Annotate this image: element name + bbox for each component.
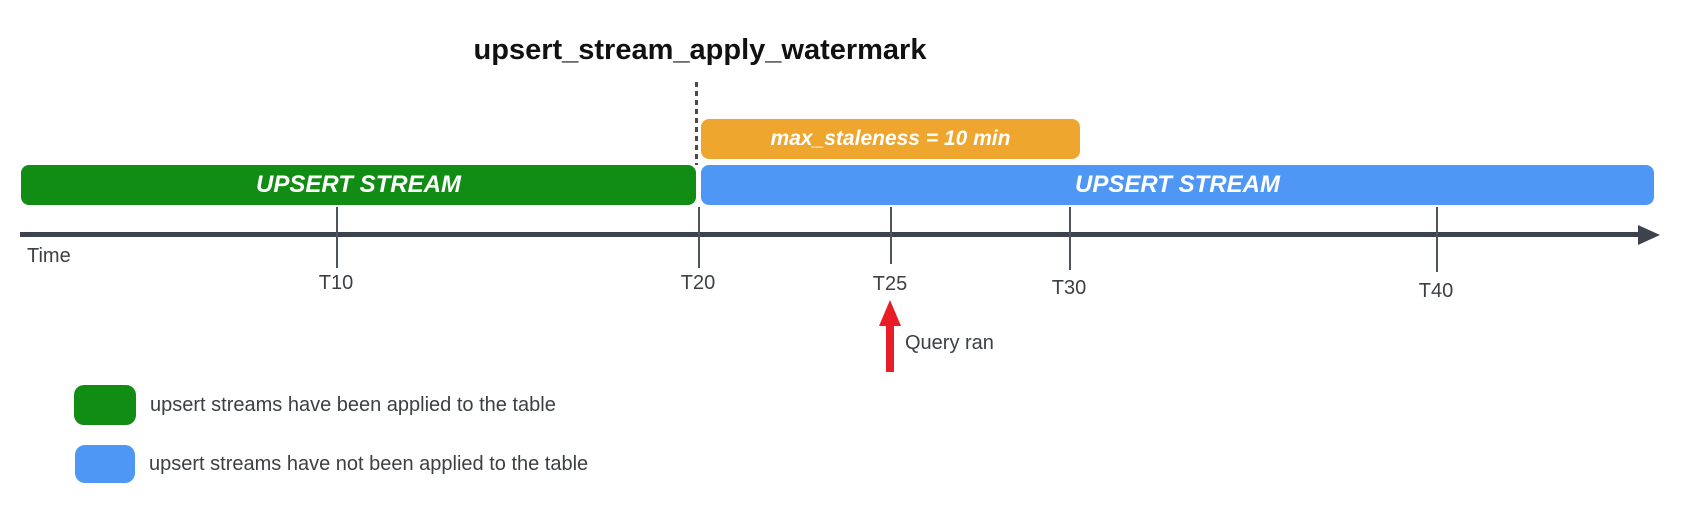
time-axis-label: Time xyxy=(27,245,71,267)
legend-item-applied: upsert streams have been applied to the … xyxy=(74,385,556,425)
query-ran-label: Query ran xyxy=(905,332,994,354)
tick-t25 xyxy=(890,207,892,264)
applied-upsert-stream-label: UPSERT STREAM xyxy=(256,171,461,198)
tick-t20 xyxy=(698,207,700,268)
applied-upsert-stream-bar: UPSERT STREAM xyxy=(21,165,696,205)
tick-label-t10: T10 xyxy=(318,272,354,294)
tick-t40 xyxy=(1436,207,1438,272)
legend-label-applied: upsert streams have been applied to the … xyxy=(150,393,556,416)
not-applied-upsert-stream-bar: UPSERT STREAM xyxy=(701,165,1654,205)
watermark-dotted-line xyxy=(695,82,698,165)
tick-label-t40: T40 xyxy=(1418,280,1454,302)
legend-swatch-blue xyxy=(75,445,135,483)
tick-label-t25: T25 xyxy=(872,273,908,295)
tick-t30 xyxy=(1069,207,1071,270)
tick-t10 xyxy=(336,207,338,268)
legend-label-not-applied: upsert streams have not been applied to … xyxy=(149,452,589,475)
time-axis-arrowhead-icon xyxy=(1638,225,1660,245)
not-applied-upsert-stream-label: UPSERT STREAM xyxy=(1075,171,1280,198)
query-ran-arrow-icon xyxy=(879,300,901,326)
max-staleness-label: max_staleness = 10 min xyxy=(770,127,1011,150)
legend-item-not-applied: upsert streams have not been applied to … xyxy=(75,445,588,483)
query-ran-arrow-shaft xyxy=(886,322,894,372)
legend-swatch-green xyxy=(74,385,136,425)
time-axis-line xyxy=(20,232,1638,237)
tick-label-t20: T20 xyxy=(680,272,716,294)
tick-label-t30: T30 xyxy=(1051,277,1087,299)
diagram-title: upsert_stream_apply_watermark xyxy=(473,34,927,66)
max-staleness-bar: max_staleness = 10 min xyxy=(701,119,1080,159)
